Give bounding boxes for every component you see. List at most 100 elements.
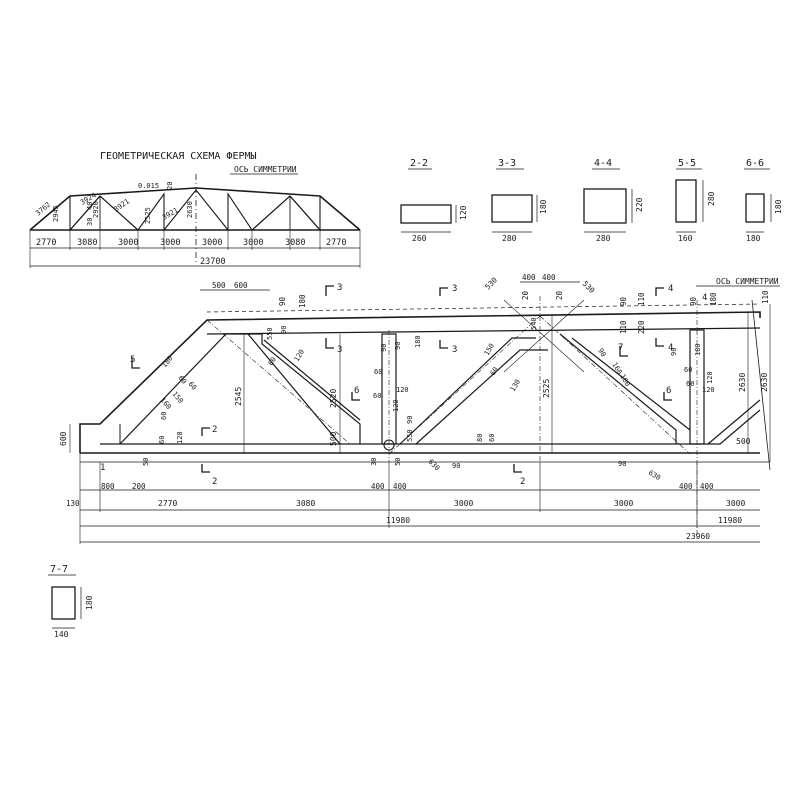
dim-label: 110 bbox=[637, 292, 646, 306]
truss-break-line bbox=[751, 299, 771, 471]
truss-outline bbox=[79, 303, 770, 463]
dim-label: 50 bbox=[142, 458, 150, 466]
section-width: 140 bbox=[54, 630, 69, 639]
dim-label: 400 bbox=[393, 482, 407, 491]
member-label: 2630 bbox=[186, 201, 194, 218]
section-4-4: 4-4 280 220 bbox=[583, 158, 644, 243]
dim-label: 160 bbox=[618, 373, 631, 388]
cut-label: 2 bbox=[520, 477, 525, 487]
dim-label: 23960 bbox=[686, 532, 710, 541]
dim-label: 600 bbox=[59, 431, 68, 446]
section-width: 180 bbox=[746, 234, 761, 243]
dim-label: 600 bbox=[234, 281, 248, 290]
dim-label: 20 bbox=[555, 290, 564, 300]
section-title: 3-3 bbox=[498, 158, 516, 169]
cut-label: 4 bbox=[668, 284, 673, 294]
span-label: 3000 bbox=[118, 238, 138, 248]
cut-label: 4 bbox=[702, 293, 707, 303]
dim-label: 60 bbox=[186, 380, 198, 392]
member-label: 3762 bbox=[34, 201, 52, 218]
member-dimension-labels: 550 90 120 60 90 60 120 160 60 180 540 9… bbox=[142, 317, 715, 482]
dim-label: 400 bbox=[542, 273, 556, 282]
bottom-dims-row-1: 130 800 200 400 400 400 400 bbox=[66, 482, 714, 508]
section-width: 280 bbox=[502, 234, 517, 243]
geometric-scheme: ГЕОМЕТРИЧЕСКАЯ СХЕМА ФЕРМЫ ОСЬ СИММЕТРИИ… bbox=[29, 151, 361, 268]
dim-label: 50 bbox=[394, 458, 402, 466]
dim-label: 540 bbox=[530, 317, 538, 330]
dim-label: 3000 bbox=[726, 499, 745, 508]
dim-label: 130 bbox=[66, 499, 80, 508]
bottom-dims-row-2: 2770 3080 3000 3000 3000 bbox=[158, 499, 745, 508]
section-title: 7-7 bbox=[50, 564, 68, 575]
truss-panel-left bbox=[206, 319, 361, 445]
dim-label: 80 bbox=[476, 434, 484, 442]
section-height: 280 bbox=[707, 191, 716, 206]
dim-label: 550 bbox=[266, 327, 274, 340]
section-title: 6-6 bbox=[746, 158, 764, 169]
cut-label: 1 bbox=[100, 463, 105, 473]
sections: 2-2 260 120 3-3 280 180 4-4 280 220 bbox=[48, 158, 783, 639]
dim-label: 150 bbox=[170, 390, 184, 405]
span-label: 2770 bbox=[36, 238, 56, 248]
dim-label: 400 bbox=[679, 482, 693, 491]
dim-label: 110 bbox=[761, 290, 770, 304]
dim-label: 400 bbox=[371, 482, 385, 491]
dim-label: 11980 bbox=[386, 516, 410, 525]
dim-label: 3000 bbox=[454, 499, 473, 508]
dim-label: 60 bbox=[684, 366, 692, 374]
dim-label: 400 bbox=[522, 273, 536, 282]
truss-vertical-2 bbox=[689, 300, 761, 540]
span-total: 23700 bbox=[200, 257, 226, 267]
truss-dimension-lines bbox=[69, 281, 780, 544]
dim-label: 2770 bbox=[158, 499, 177, 508]
scheme-dimensions: 2770 3080 3000 3000 3000 3000 3080 2770 … bbox=[29, 230, 361, 268]
span-label: 3000 bbox=[160, 238, 180, 248]
dim-label: 500 bbox=[736, 437, 751, 446]
cut-label: 2 bbox=[212, 477, 217, 487]
truss-panel-center bbox=[388, 296, 691, 462]
cut-label: 3 bbox=[337, 283, 342, 293]
dim-label: 180 bbox=[414, 335, 422, 348]
section-height: 120 bbox=[459, 205, 468, 220]
dim-label: 110 bbox=[619, 320, 628, 334]
section-width: 160 bbox=[678, 234, 693, 243]
dim-label: 90 bbox=[278, 296, 287, 306]
dim-label: 2525 bbox=[542, 379, 551, 398]
dim-label: 90 bbox=[619, 296, 628, 306]
span-label: 3000 bbox=[202, 238, 222, 248]
section-7-7: 7-7 140 180 bbox=[48, 564, 94, 639]
dim-label: 120 bbox=[706, 371, 714, 384]
dim-label: 630 bbox=[647, 469, 662, 482]
cut-label: 7 bbox=[618, 343, 623, 353]
dim-label: 60 bbox=[374, 368, 382, 376]
bottom-dims-row-4: 23960 bbox=[686, 532, 710, 541]
dim-label: 60 bbox=[488, 434, 496, 442]
truss-axis-label: ОСЬ СИММЕТРИИ bbox=[716, 277, 779, 286]
section-width: 280 bbox=[596, 234, 611, 243]
dim-label: 2630 bbox=[760, 373, 769, 392]
span-label: 3080 bbox=[77, 238, 97, 248]
section-height: 180 bbox=[774, 199, 783, 214]
member-label: 0.015 bbox=[138, 182, 159, 190]
height-dimension-labels: 600 2545 2520 2525 2630 2630 500 500 bbox=[59, 373, 769, 446]
scheme-member-labels: 3762 2945 3924 2920 3921 2525 3921 2630 … bbox=[34, 182, 194, 226]
dim-label: 180 bbox=[298, 294, 307, 308]
section-title: 5-5 bbox=[678, 158, 696, 169]
main-truss: 3 3 3 3 4 4 2 2 5 6 6 2 7 1 4 bbox=[59, 273, 780, 544]
section-height: 180 bbox=[85, 595, 94, 610]
section-5-5: 5-5 160 280 bbox=[675, 158, 716, 243]
section-2-2: 2-2 260 120 bbox=[400, 158, 468, 243]
member-label: 3921 bbox=[113, 197, 131, 213]
dim-label: 530 bbox=[581, 279, 597, 295]
top-dimension-labels: 500 600 400 400 530 530 20 20 90 180 90 … bbox=[212, 273, 770, 334]
dim-label: 2545 bbox=[234, 387, 243, 406]
dim-label: 2520 bbox=[329, 389, 338, 408]
dim-label: 3000 bbox=[614, 499, 633, 508]
dim-label: 90 bbox=[280, 326, 288, 334]
span-label: 2770 bbox=[326, 238, 346, 248]
section-width: 260 bbox=[412, 234, 427, 243]
dim-label: 200 bbox=[132, 482, 146, 491]
dim-label: 60 bbox=[489, 366, 500, 377]
dim-label: 180 bbox=[160, 354, 174, 369]
cut-label: 3 bbox=[337, 345, 342, 355]
